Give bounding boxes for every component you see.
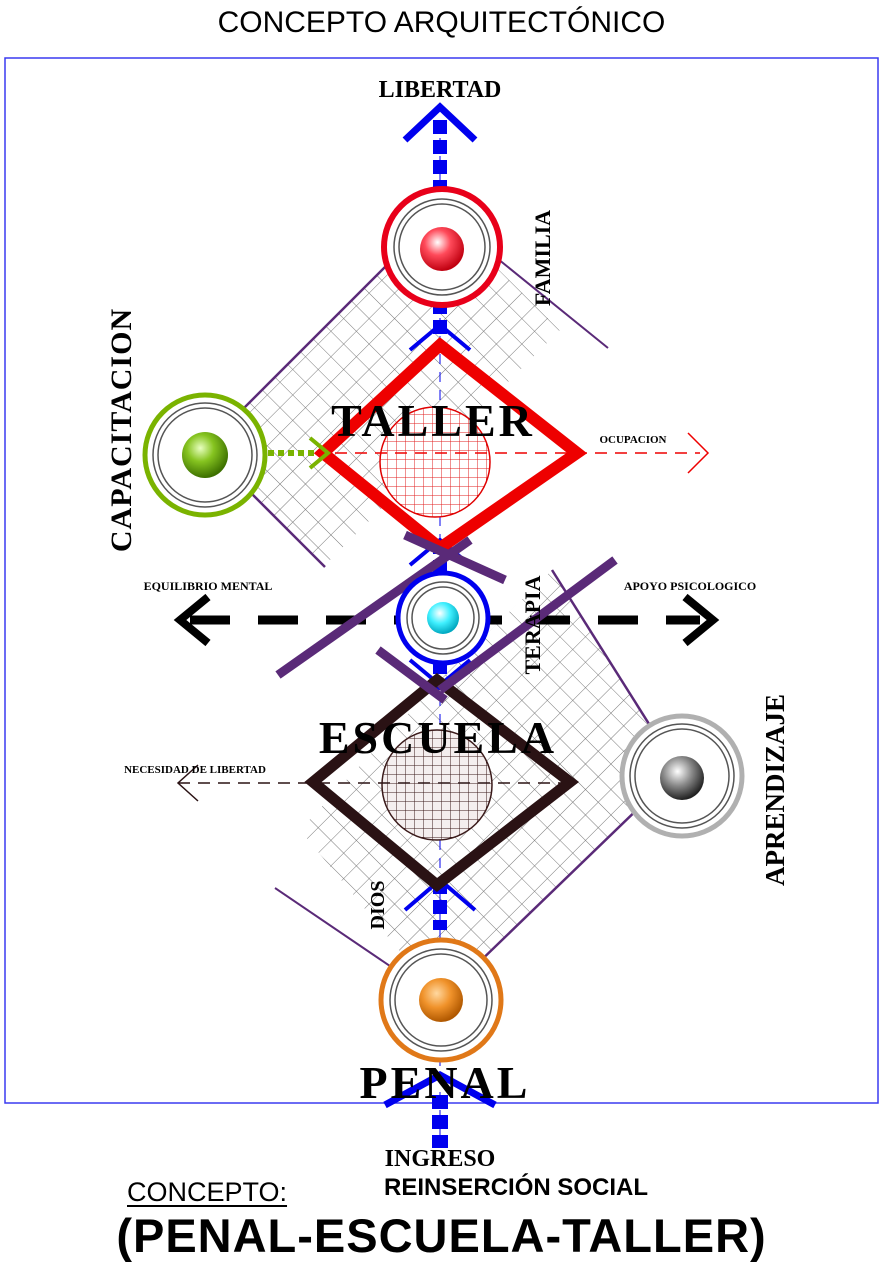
aprendizaje-node (619, 713, 745, 839)
necesidad-arrow-head (176, 764, 199, 802)
left-arrow-head (173, 593, 211, 647)
taller-label: TALLER (331, 395, 535, 446)
taller-hatched-circle (379, 406, 491, 518)
escuela-hatched-circle (381, 729, 493, 841)
page-title: CONCEPTO ARQUITECTÓNICO (217, 6, 666, 39)
familia-label: FAMILIA (530, 210, 555, 306)
dios-label: DIOS (367, 881, 389, 930)
ocupacion-label: OCUPACION (599, 434, 666, 446)
bottom-arrow-head (383, 1071, 497, 1109)
ocupacion-arrow-head (687, 432, 710, 474)
libertad-label: LIBERTAD (379, 77, 502, 103)
penal-label: PENAL (360, 1057, 531, 1108)
concept-value: REINSERCIÓN SOCIAL (384, 1174, 649, 1201)
terapia-node (395, 570, 491, 666)
aprendizaje-label: APRENDIZAJE (760, 694, 790, 886)
capacitacion-label: CAPACITACION (105, 308, 138, 552)
concept-label: CONCEPTO: (127, 1177, 288, 1207)
equilibrio-label: EQUILIBRIO MENTAL (144, 579, 273, 593)
right-arrow-head (682, 593, 720, 647)
escuela-diamond (304, 672, 580, 893)
apoyo-label: APOYO PSICOLOGICO (624, 579, 756, 593)
concept-subtitle: (PENAL-ESCUELA-TALLER) (116, 1209, 767, 1262)
penal-node (378, 937, 504, 1063)
familia-node (381, 186, 503, 308)
capacitacion-node (142, 392, 268, 518)
necesidad-label: NECESIDAD DE LIBERTAD (124, 764, 266, 776)
terapia-label: TERAPIA (520, 575, 545, 674)
ingreso-label: INGRESO (385, 1146, 496, 1172)
escuela-label: ESCUELA (319, 712, 557, 763)
top-arrow-head (402, 102, 478, 143)
